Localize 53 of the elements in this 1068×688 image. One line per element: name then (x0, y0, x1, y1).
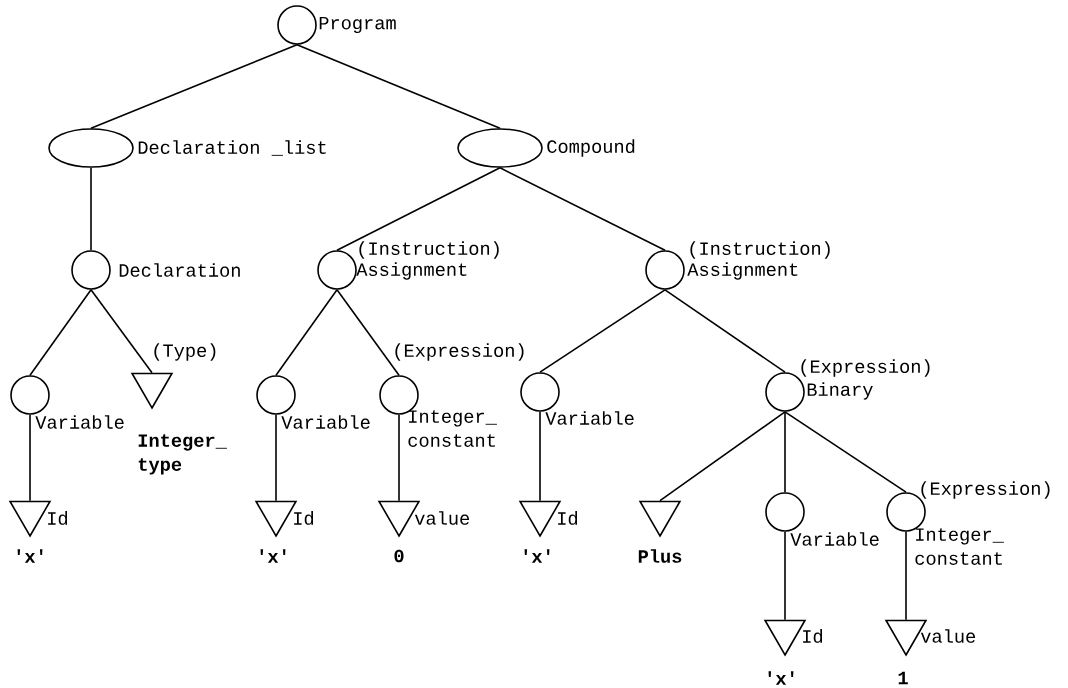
tree-edge (784, 531, 786, 621)
tree-edge (784, 411, 786, 493)
node-label: Id (803, 629, 823, 643)
value-label: 'x' (768, 671, 794, 685)
tree-edge (905, 531, 907, 621)
value-label: 'x' (260, 549, 286, 563)
value-label: 'x' (17, 549, 43, 563)
node-label: Binary (807, 382, 873, 400)
tree-edge (275, 289, 338, 376)
tree-edge (336, 289, 400, 376)
node-label: Id (48, 511, 68, 525)
tree-edge (659, 411, 786, 502)
tree-edge (539, 289, 666, 373)
node-label: (Expression) (801, 359, 930, 377)
tree-edge (664, 289, 786, 373)
tree-edge (539, 411, 541, 502)
tree-edge (499, 167, 666, 251)
node-label: Compound (547, 139, 635, 157)
node-label: (Type) (154, 343, 216, 361)
tree-edge (784, 411, 907, 493)
tree-edge (29, 414, 31, 502)
node-label: Declaration _list (138, 140, 326, 156)
value-label: Integer_ type (138, 434, 227, 475)
tree-edge (296, 44, 501, 129)
value-label: 1 (898, 671, 908, 685)
tree-edge (336, 167, 501, 251)
node-label: Program (319, 16, 396, 34)
node-label: (Expression) (921, 481, 1050, 499)
tree-edge (398, 414, 400, 502)
node-label: Assignment (687, 262, 798, 280)
node-label: Variable (545, 411, 634, 425)
tree-edge (29, 289, 92, 376)
node-label: value (920, 629, 976, 643)
node-label: Declaration (119, 263, 240, 277)
node-label: Id (558, 511, 578, 525)
value-label: 'x' (524, 549, 550, 563)
tree-edge (90, 44, 298, 129)
node-label: Variable (281, 415, 370, 429)
tree-edge (90, 289, 153, 374)
node-label: Integer_ constant (408, 410, 497, 447)
node-label: Id (294, 511, 314, 525)
node-label: Variable (35, 415, 124, 429)
node-label: value (414, 511, 470, 525)
node-label: Variable (790, 532, 879, 546)
value-label: Plus (638, 549, 682, 563)
node-label: (Instruction) (690, 241, 830, 259)
node-label: Integer_ constant (915, 528, 1004, 565)
node-label: (Expression) (395, 343, 524, 361)
value-label: 0 (394, 549, 404, 563)
node-label: (Instruction) (359, 241, 499, 259)
tree-edge (90, 167, 92, 251)
node-label: Assignment (356, 262, 467, 280)
tree-edge (275, 414, 277, 502)
